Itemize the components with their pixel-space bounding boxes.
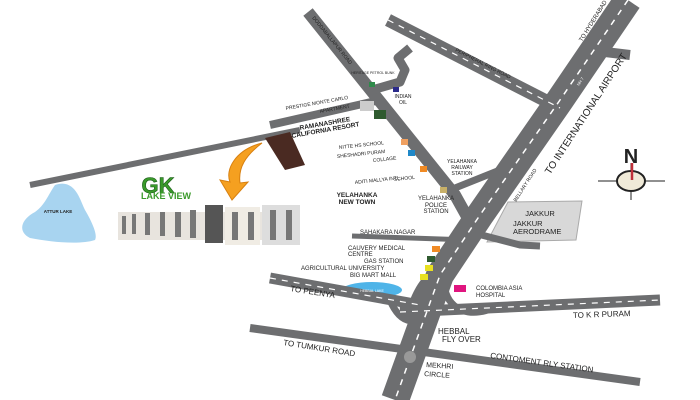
label-jakkur: JAKKUR (525, 209, 555, 218)
label-cauvery-1: CAUVERY MEDICAL (348, 246, 406, 252)
label-colombia-2: HOSPITAL (476, 293, 506, 299)
label-railway-2: RAILWAY (451, 165, 473, 171)
direction-arrow (218, 142, 263, 201)
label-heritage: HERITAGE PETROL BUNK (351, 71, 395, 75)
label-cauvery-2: CENTRE (348, 252, 373, 258)
sheshadripuram-marker (408, 150, 415, 156)
resort-block (265, 132, 305, 170)
label-railway-3: STATION (452, 171, 473, 177)
gas-station-marker (427, 256, 435, 262)
big-mart-marker (420, 274, 428, 280)
road-jakkur (469, 228, 541, 250)
attur-lake (22, 183, 96, 243)
ramanashree-marker (374, 110, 386, 119)
kr-puram-dashes (399, 299, 661, 313)
label-aditi-2: SCHOOL (394, 175, 416, 183)
label-nitte: NITTE HS SCHOOL (339, 140, 385, 151)
prestige-marker (360, 101, 374, 111)
label-to-kr-puram: TO K R PURAM (573, 309, 631, 320)
mekhri-circle-marker (404, 351, 416, 363)
label-aerodrome-2: AERODRAME (513, 227, 561, 236)
label-agri-univ: AGRICULTURAL UNIVERSITY (301, 266, 384, 272)
police-marker (440, 187, 447, 193)
label-hebbal-lake: HEBBAL LAKE (360, 289, 384, 293)
label-gas-station: GAS STATION (364, 259, 403, 265)
label-nh7-upper: NH 7 (576, 76, 586, 87)
aditi-marker (420, 166, 427, 172)
jakkur-aerodrome-area (486, 200, 583, 243)
nitte-marker (401, 139, 408, 145)
label-police-2: POLICE (425, 203, 447, 209)
label-police-1: YELAHANKA (418, 196, 454, 202)
agri-univ-marker (425, 265, 433, 271)
label-nh7-lower: NH 7 (536, 165, 546, 176)
label-attur-lake: ATTUR LAKE (44, 209, 72, 214)
label-mekhri-1: MEKHRI (426, 362, 454, 371)
cauvery-marker (432, 246, 440, 252)
logo-subtitle: LAKE VIEW (141, 191, 192, 201)
label-aditi-1: ADITI MALLYA INTL (355, 175, 401, 186)
label-sheshadripuram-1: SHESHADRI PURAM (337, 149, 386, 160)
label-indian-oil-1: INDIAN (395, 94, 412, 100)
logo-gk: GK (142, 173, 175, 198)
road-nh7-dashes (394, 0, 629, 400)
label-doddaballapur: DODDABALLAPUR ROAD (310, 15, 353, 66)
label-new-town-2: NEW TOWN (339, 199, 376, 206)
label-sheshadripuram-2: COLLAGE (373, 155, 398, 164)
label-mekhri-2: CIRCLE (424, 371, 450, 380)
heritage-marker (369, 82, 375, 87)
peenya-dashes (269, 277, 421, 306)
label-aerodrome-1: JAKKUR (513, 219, 543, 228)
indian-oil-marker (393, 87, 399, 92)
label-flyover-2: FLY OVER (442, 335, 481, 344)
label-sahakara: SAHAKARA NAGAR (360, 230, 416, 236)
label-new-town-1: YELAHANKA (337, 192, 378, 199)
road-indian-oil-loop (370, 44, 413, 95)
project-buildings (118, 205, 300, 245)
label-indian-oil-2: OIL (399, 100, 407, 106)
colombia-marker (454, 285, 466, 292)
road-long-west (29, 127, 301, 188)
label-big-mart: BIG MART MALL (350, 273, 397, 279)
label-police-3: STATION (423, 209, 448, 215)
label-flyover-1: HEBBAL (438, 327, 470, 336)
label-colombia-1: COLOMBIA ASIA (476, 286, 522, 292)
label-prestige-2: APARTMENT (319, 104, 350, 115)
compass-north-icon: N (598, 146, 665, 200)
road-tumkur-contoment (249, 324, 641, 386)
label-railway-1: YELAHANKA (447, 159, 478, 165)
peripheral-dashes (387, 19, 561, 109)
compass-n: N (624, 146, 638, 168)
